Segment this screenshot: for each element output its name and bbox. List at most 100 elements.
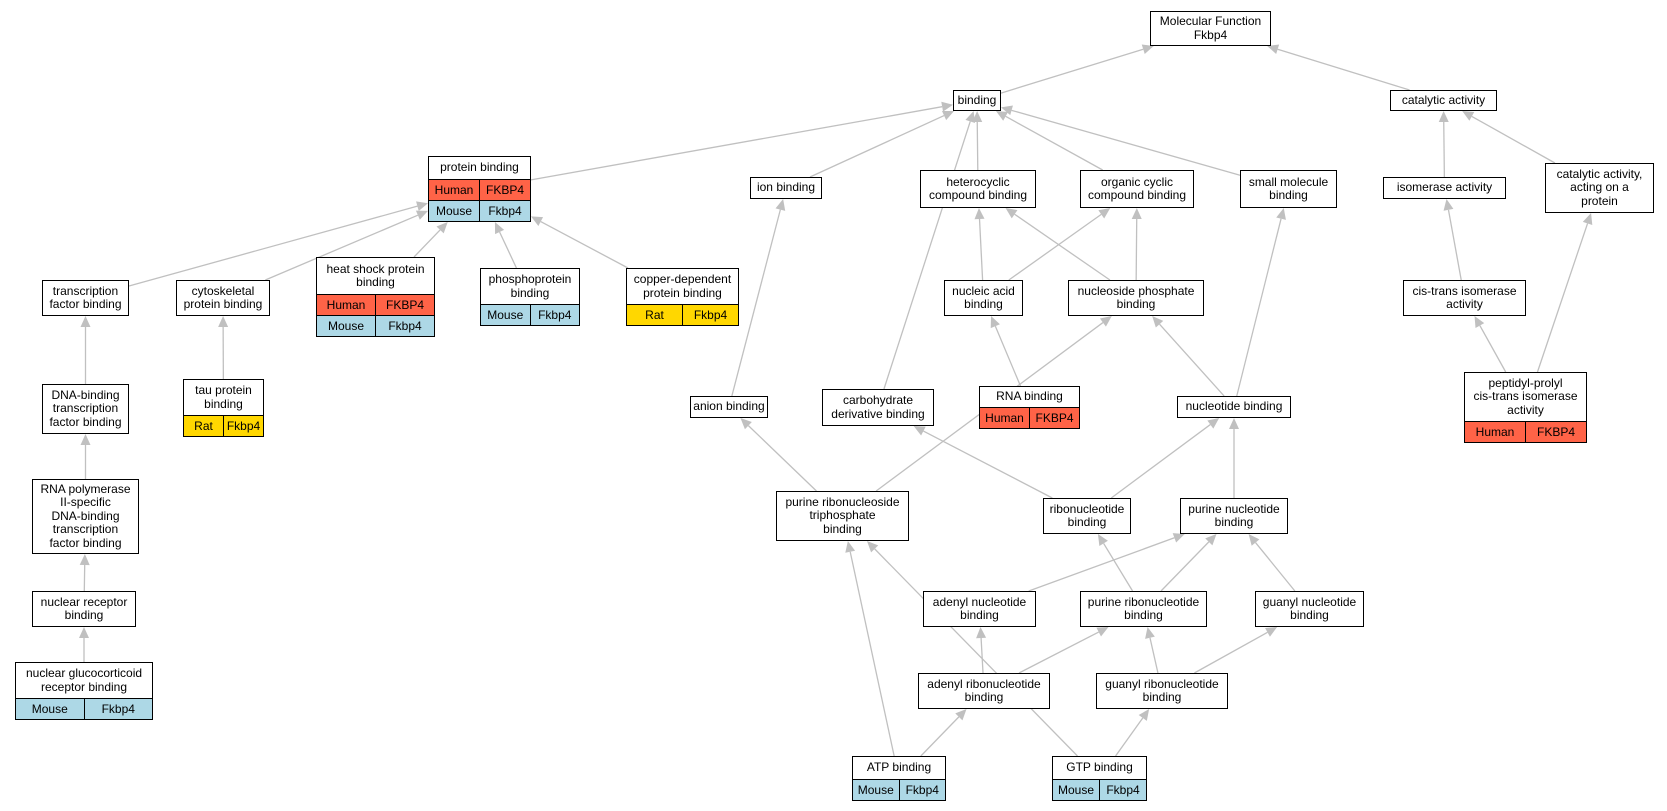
go-term-purine-nucleotide[interactable]: purine nucleotide binding bbox=[1180, 498, 1288, 534]
go-term-guanyl-nucleotide[interactable]: guanyl nucleotide binding bbox=[1255, 591, 1364, 627]
arrowhead-icon bbox=[1462, 111, 1475, 121]
edge-nucleotide-to-small-molecule bbox=[1236, 208, 1286, 397]
go-term-adenyl-ribonucleotide[interactable]: adenyl ribonucleotide binding bbox=[918, 673, 1050, 709]
edge-isomerase-activity-to-catalytic-activity bbox=[1438, 111, 1449, 178]
edge-line bbox=[1011, 109, 1241, 176]
edge-line bbox=[1255, 542, 1296, 592]
gene-cell: FKBP4 bbox=[1525, 422, 1586, 442]
go-term-tf-binding[interactable]: transcription factor binding bbox=[42, 280, 129, 316]
go-term-purine-ribonucleotide[interactable]: purine ribonucleotide binding bbox=[1080, 591, 1207, 627]
edge-purine-rntp-to-anion bbox=[740, 418, 817, 492]
gene-cell: FKBP4 bbox=[479, 180, 530, 200]
edge-line bbox=[1008, 213, 1102, 281]
edge-line bbox=[1110, 424, 1211, 499]
arrowhead-icon bbox=[79, 627, 89, 638]
edge-organic-cyclic-to-binding bbox=[995, 111, 1103, 171]
edge-phosphoprotein-to-protein-binding bbox=[494, 222, 518, 269]
edge-line bbox=[980, 637, 984, 674]
edge-line bbox=[1135, 218, 1138, 281]
go-term-organic-cyclic[interactable]: organic cyclic compound binding bbox=[1080, 170, 1194, 208]
edge-cis-trans-to-isomerase-activity bbox=[1443, 199, 1462, 281]
go-term-heterocyclic[interactable]: heterocyclic compound binding bbox=[920, 170, 1036, 208]
go-term-dna-binding-tf[interactable]: DNA-binding transcription factor binding bbox=[42, 384, 129, 434]
go-term-carbohydrate[interactable]: carbohydrate derivative binding bbox=[822, 389, 934, 426]
term-label: RNA polymerase II-specific DNA-binding t… bbox=[40, 481, 131, 550]
species-cell: Mouse bbox=[857, 783, 894, 797]
edge-atp-to-adenyl-ribonucleotide bbox=[920, 709, 967, 757]
go-term-peptidyl-prolyl[interactable]: peptidyl-prolyl cis-trans isomerase acti… bbox=[1464, 372, 1587, 443]
arrowhead-icon bbox=[531, 216, 544, 226]
edge-anion-to-ion-binding bbox=[731, 199, 786, 397]
go-term-guanyl-ribonucleotide[interactable]: guanyl ribonucleotide binding bbox=[1096, 673, 1228, 709]
edge-line bbox=[1149, 637, 1159, 674]
go-term-small-molecule[interactable]: small molecule binding bbox=[1240, 170, 1337, 208]
go-term-binding[interactable]: binding bbox=[953, 90, 1001, 111]
term-label: adenyl nucleotide binding bbox=[932, 594, 1027, 622]
edge-adenyl-ribonucleotide-to-purine-ribonucleotide bbox=[1018, 627, 1109, 674]
term-label: ribonucleotide binding bbox=[1049, 501, 1125, 529]
go-term-purine-rntp[interactable]: purine ribonucleoside triphosphate bindi… bbox=[776, 491, 909, 541]
go-term-ribonucleotide[interactable]: ribonucleotide binding bbox=[1043, 498, 1131, 534]
go-term-ion-binding[interactable]: ion binding bbox=[750, 177, 822, 199]
arrowhead-icon bbox=[1205, 534, 1217, 546]
arrowhead-icon bbox=[79, 554, 90, 566]
edge-nucleoside-phosphate-to-organic-cyclic bbox=[1131, 208, 1142, 281]
arrowhead-icon bbox=[1001, 105, 1013, 116]
go-term-catalytic-on-protein[interactable]: catalytic activity, acting on a protein bbox=[1545, 163, 1654, 213]
edge-line bbox=[1018, 631, 1100, 674]
arrowhead-icon bbox=[218, 316, 229, 328]
go-term-mf-root[interactable]: Molecular Function Fkbp4 bbox=[1150, 11, 1271, 46]
edge-heat-shock-to-protein-binding bbox=[413, 222, 448, 258]
go-term-anion[interactable]: anion binding bbox=[690, 396, 768, 418]
arrowhead-icon bbox=[80, 316, 91, 327]
edge-line bbox=[976, 121, 979, 171]
edge-purine-nucleotide-to-nucleotide bbox=[1229, 418, 1239, 498]
term-label: nucleoside phosphate binding bbox=[1077, 283, 1195, 311]
edge-line bbox=[1443, 121, 1446, 178]
go-term-isomerase-activity[interactable]: isomerase activity bbox=[1383, 177, 1506, 199]
edge-purine-ribonucleotide-to-purine-nucleotide bbox=[1160, 534, 1217, 592]
go-term-catalytic-activity[interactable]: catalytic activity bbox=[1390, 90, 1497, 111]
go-term-nucleoside-phosphate[interactable]: nucleoside phosphate binding bbox=[1068, 280, 1204, 316]
arrowhead-icon bbox=[436, 222, 448, 234]
species-cell: Human bbox=[434, 183, 474, 197]
edge-line bbox=[747, 425, 817, 492]
go-term-nuclear-receptor[interactable]: nuclear receptor binding bbox=[32, 591, 136, 627]
edge-line bbox=[1000, 48, 1144, 94]
term-label: organic cyclic compound binding bbox=[1087, 174, 1187, 202]
edge-catalytic-on-protein-to-catalytic-activity bbox=[1462, 111, 1556, 164]
arrowhead-icon bbox=[1229, 418, 1239, 429]
edge-line bbox=[499, 231, 518, 269]
go-term-nucleotide[interactable]: nucleotide binding bbox=[1177, 396, 1291, 418]
edge-line bbox=[849, 551, 895, 757]
term-label: binding bbox=[957, 92, 997, 107]
edge-line bbox=[540, 220, 629, 269]
gene-cell: Fkbp4 bbox=[479, 201, 530, 221]
go-term-cytoskeletal[interactable]: cytoskeletal protein binding bbox=[176, 280, 270, 316]
arrowhead-icon bbox=[995, 111, 1009, 121]
go-term-nucleic-acid[interactable]: nucleic acid binding bbox=[944, 280, 1023, 316]
edge-line bbox=[1115, 717, 1144, 757]
go-term-rnap2[interactable]: RNA polymerase II-specific DNA-binding t… bbox=[32, 479, 139, 554]
arrowhead-icon bbox=[913, 426, 926, 436]
edge-line bbox=[923, 430, 1053, 499]
arrowhead-icon bbox=[974, 208, 985, 220]
edge-line bbox=[1194, 631, 1268, 674]
arrowhead-icon bbox=[1097, 534, 1108, 546]
go-term-cis-trans[interactable]: cis-trans isomerase activity bbox=[1403, 280, 1526, 316]
arrowhead-icon bbox=[1096, 627, 1109, 637]
go-term-adenyl-nucleotide[interactable]: adenyl nucleotide binding bbox=[923, 591, 1036, 627]
edge-ribonucleotide-to-nucleotide bbox=[1110, 418, 1220, 499]
